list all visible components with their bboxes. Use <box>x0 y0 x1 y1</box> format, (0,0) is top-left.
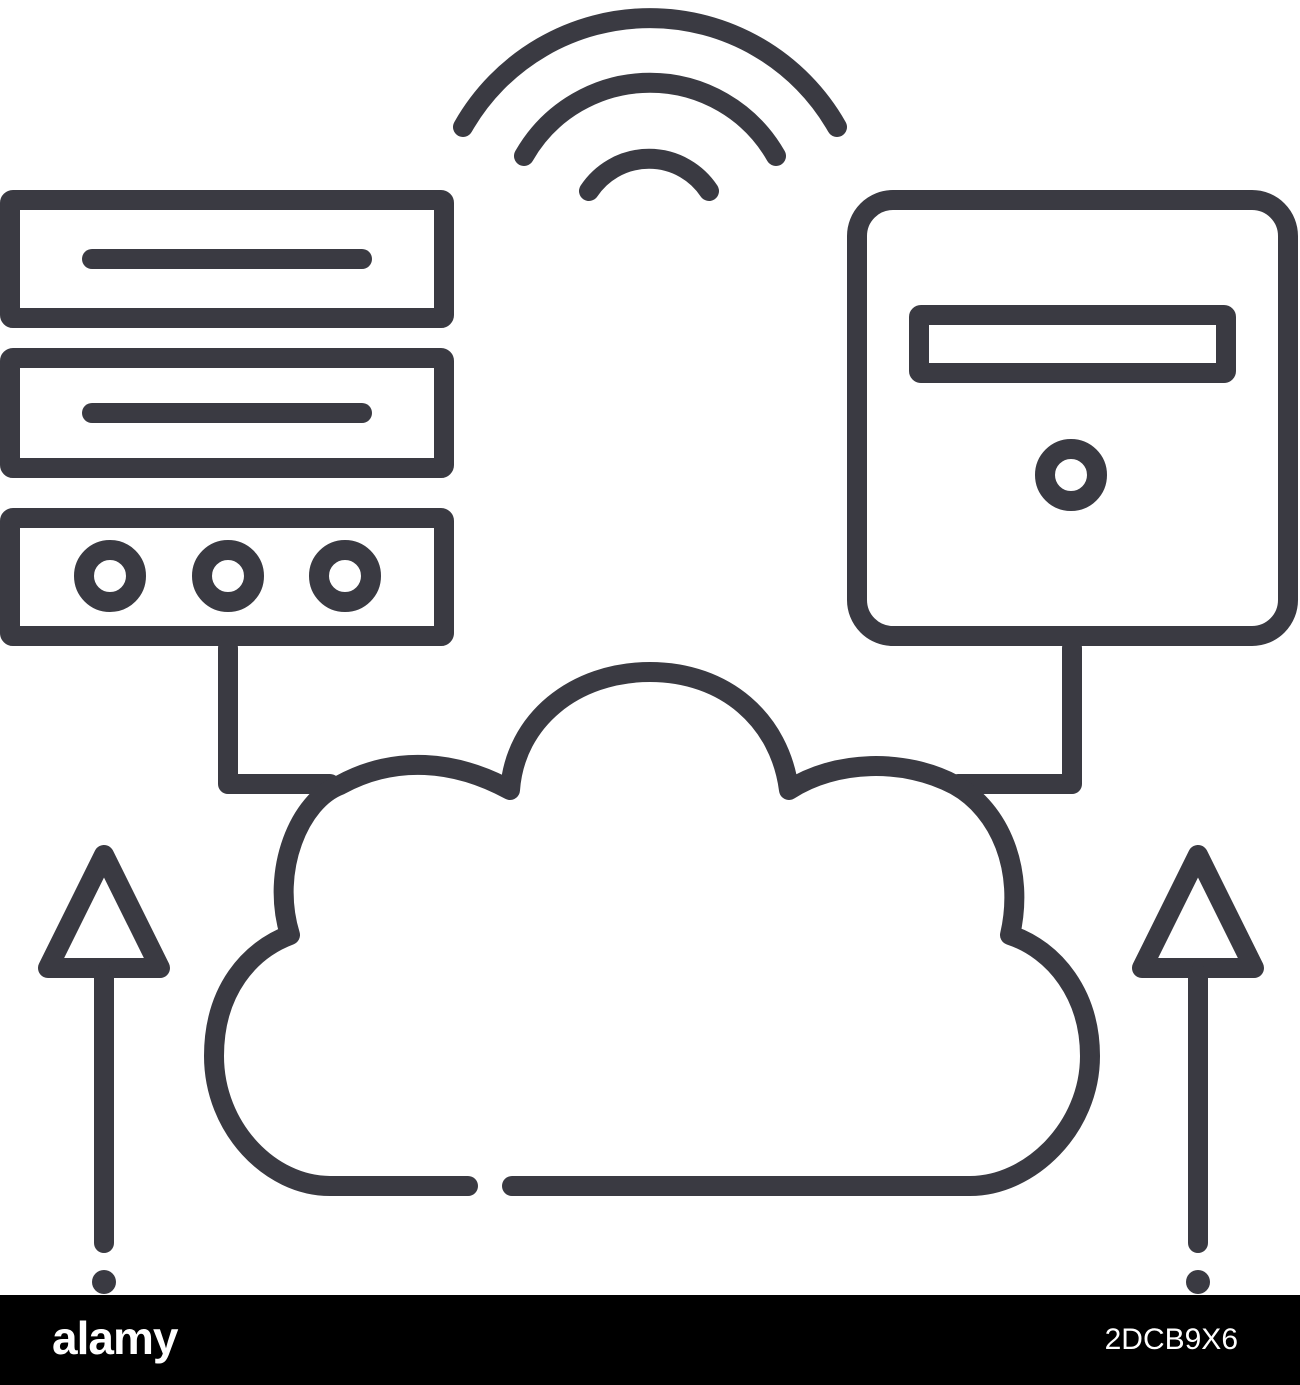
server-rack-icon <box>0 190 454 646</box>
watermark-bar: alamy 2DCB9X6 <box>0 1295 1300 1385</box>
image-id: 2DCB9X6 <box>1104 1323 1238 1356</box>
computer-tower-icon <box>847 190 1298 646</box>
alamy-logo: alamy <box>52 1312 178 1364</box>
upload-arrow-right-icon <box>1132 845 1264 1294</box>
cloud-icon <box>204 662 1100 1196</box>
cloud-network-illustration <box>0 8 1298 1294</box>
wifi-signal-icon <box>453 8 847 201</box>
connector-lines <box>218 638 1082 794</box>
upload-arrow-left-icon <box>38 845 170 1294</box>
